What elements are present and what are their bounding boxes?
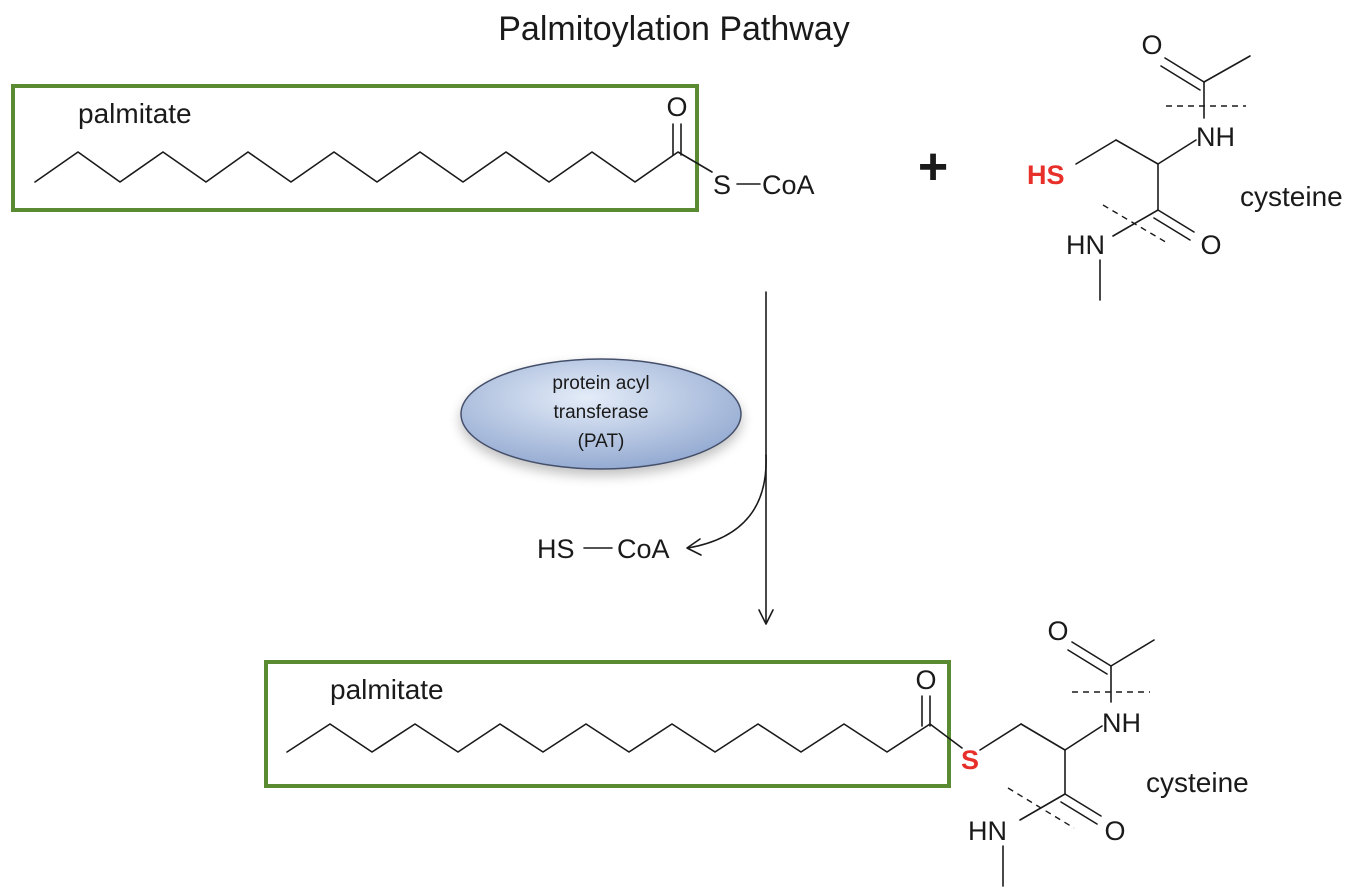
product-carbonyl-double-bond-d — [1060, 801, 1098, 825]
carbonyl-to-hn-bond — [1112, 209, 1159, 237]
product-palmitate-box — [264, 660, 951, 788]
acetyl-double-bond-b — [1160, 65, 1201, 91]
enzyme-pat: protein acyl transferase (PAT) — [460, 358, 742, 470]
cysteine-hn-bottom: HN — [1066, 230, 1105, 260]
reaction-arrow-head — [758, 609, 774, 625]
cysteine-thiol-hs: HS — [1027, 160, 1065, 190]
cysteine-carbonyl-oxygen: O — [1200, 230, 1221, 260]
reactant-palmitoyl-coa: palmitate O S CoA — [11, 84, 815, 212]
reactant-palmitate-label: palmitate — [78, 98, 192, 129]
acetyl-methyl-bond — [1203, 55, 1251, 83]
alpha-to-beta-bond — [1115, 139, 1159, 165]
reaction-arrow — [686, 291, 774, 625]
product-carbonyl-oxygen: O — [915, 665, 936, 695]
acetyl-oxygen-top: O — [1141, 30, 1162, 60]
product-palmitoyl-cysteine: palmitate O S O NH O HN cysteine — [264, 616, 1249, 887]
product-acetyl-oxygen-top: O — [1047, 616, 1068, 646]
carbonyl-double-bond-b — [1153, 217, 1191, 241]
product-hn-bottom: HN — [968, 816, 1007, 846]
product-beta-to-alpha-bond — [1020, 723, 1066, 751]
product-cysteine-carbonyl-oxygen: O — [1104, 816, 1125, 846]
product-sulfur-to-beta-bond — [979, 723, 1022, 751]
product-cleavage-mark-bottom — [1007, 787, 1075, 829]
product-palmitate-chain — [286, 723, 963, 753]
product-palmitate-label: palmitate — [330, 674, 444, 705]
product-thioester-sulfur: S — [961, 745, 979, 775]
byproduct-hs: HS — [537, 534, 575, 564]
cysteine-nh-top: NH — [1196, 122, 1235, 152]
enzyme-label-line-3: (PAT) — [578, 431, 625, 452]
byproduct-coa: CoA — [617, 534, 670, 564]
reactant-thioester-sulfur: S — [713, 170, 731, 200]
product-carbonyl-double-bond-c — [1064, 793, 1102, 817]
beta-to-sulfur-bond — [1075, 139, 1117, 165]
diagram-title: Palmitoylation Pathway — [498, 10, 850, 48]
product-acetyl-double-bond-b — [1067, 649, 1108, 675]
carbonyl-double-bond-a — [1157, 209, 1195, 233]
nh-to-alpha-bond — [1157, 139, 1197, 165]
cleavage-mark-bottom — [1102, 204, 1170, 245]
byproduct-release-curve — [687, 454, 767, 549]
enzyme-ellipse — [460, 358, 742, 470]
plus-sign: + — [918, 138, 948, 196]
enzyme-label-line-2: transferase — [553, 402, 648, 423]
reactant-carbonyl-oxygen: O — [666, 92, 687, 122]
cysteine-label-top: cysteine — [1240, 181, 1343, 212]
product-nh-to-alpha-bond — [1064, 725, 1103, 751]
byproduct-arrow-head — [686, 538, 702, 556]
reactant-palmitate-chain — [34, 151, 713, 183]
reactant-cysteine: O NH HS O HN cysteine — [1027, 30, 1343, 301]
acetyl-double-bond-a — [1164, 57, 1205, 83]
byproduct-coash: HS CoA — [537, 534, 670, 564]
enzyme-label-line-1: protein acyl — [552, 373, 649, 394]
product-nh-top: NH — [1102, 708, 1141, 738]
cysteine-label-bottom: cysteine — [1146, 767, 1249, 798]
product-acetyl-methyl-bond — [1110, 639, 1155, 667]
product-acetyl-double-bond-a — [1071, 641, 1112, 667]
product-carbonyl-to-hn-bond — [1019, 793, 1066, 821]
reactant-palmitate-box — [11, 84, 699, 212]
reactant-coa-label: CoA — [762, 170, 815, 200]
